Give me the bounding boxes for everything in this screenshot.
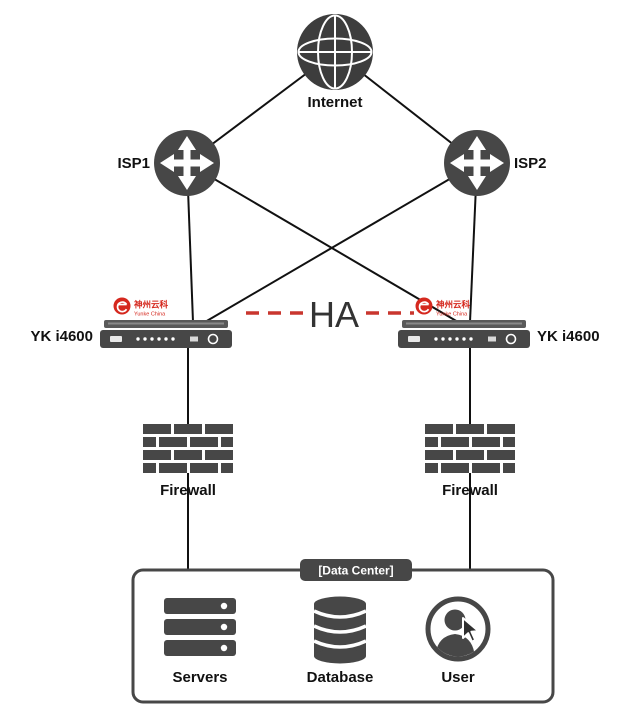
firewall-left-icon <box>143 424 233 473</box>
ha-label: HA <box>309 294 359 335</box>
firewall-right-icon <box>425 424 515 473</box>
servers-icon <box>164 598 236 656</box>
vendor-logo-right <box>414 296 472 319</box>
user-icon <box>425 596 491 662</box>
isp1-label: ISP1 <box>117 155 150 172</box>
firewall-left-label: Firewall <box>160 482 216 499</box>
internet-globe-icon <box>297 14 373 90</box>
appliance-right-icon <box>397 319 531 349</box>
appliance-left-label: YK i4600 <box>30 328 93 345</box>
vendor-logo-left <box>112 296 170 319</box>
isp1-router-icon <box>154 130 220 196</box>
user-label: User <box>441 669 475 686</box>
link-isp1-appliance-right <box>186 162 459 323</box>
servers-label: Servers <box>172 669 227 686</box>
database-label: Database <box>307 669 374 686</box>
cursor-icon <box>462 617 480 643</box>
link-isp2-appliance-left <box>204 162 478 323</box>
appliance-left-icon <box>99 319 233 349</box>
database-icon <box>313 596 367 664</box>
firewall-right-label: Firewall <box>442 482 498 499</box>
data-center-label: [Data Center] <box>318 564 393 578</box>
internet-label: Internet <box>307 94 362 111</box>
appliance-right-label: YK i4600 <box>537 328 600 345</box>
data-center-badge <box>300 559 412 581</box>
isp2-label: ISP2 <box>514 155 547 172</box>
isp2-router-icon <box>444 130 510 196</box>
